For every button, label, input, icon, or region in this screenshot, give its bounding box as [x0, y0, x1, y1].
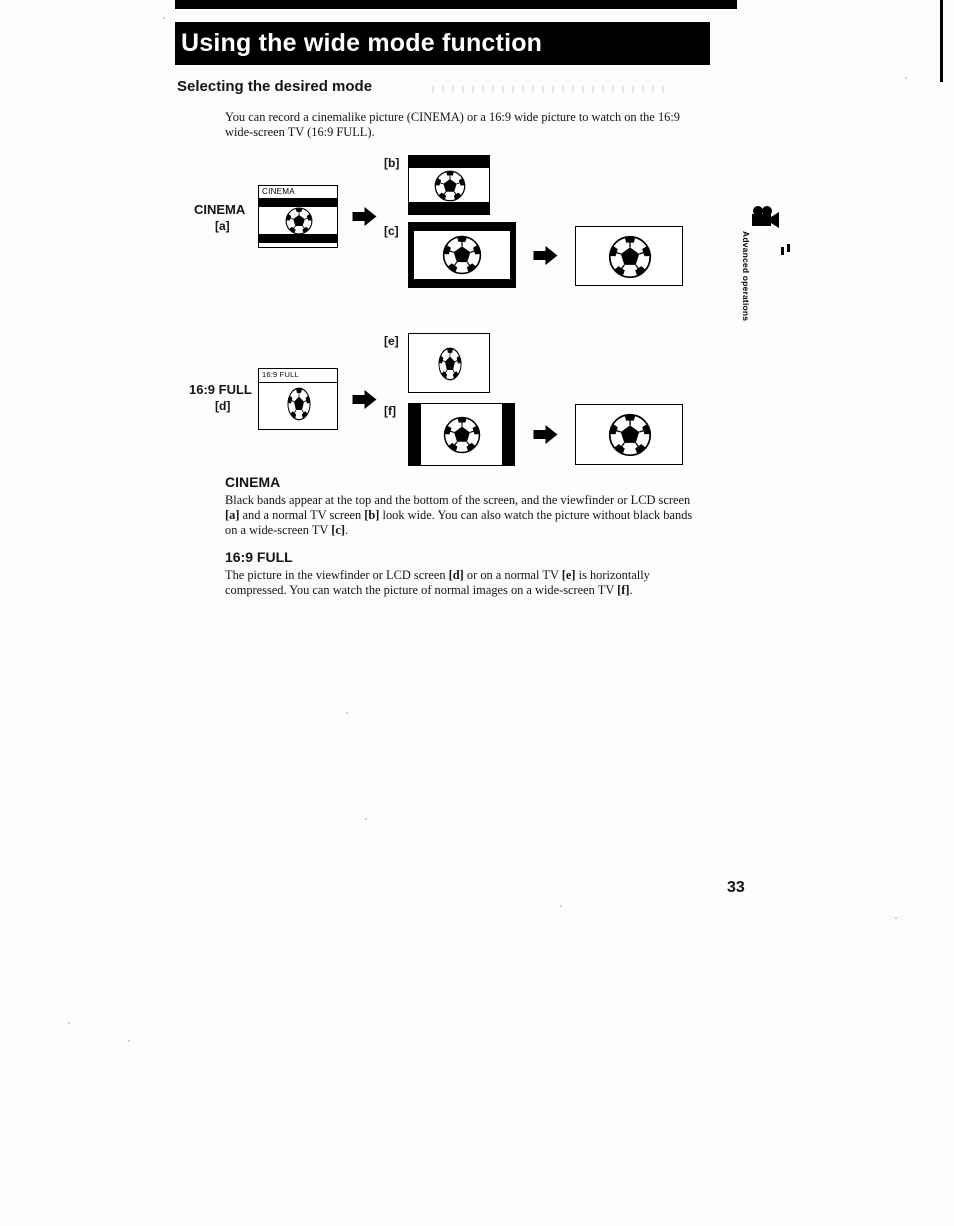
- scan-speck: [895, 917, 897, 919]
- letterbox-band-top: [259, 198, 337, 207]
- soccer-ball-squeezed-icon: [287, 387, 311, 421]
- wide-screen-tv-result-full: [575, 404, 683, 465]
- letterbox-band-top: [409, 156, 489, 168]
- soccer-ball-icon: [442, 235, 482, 275]
- arrow-right-icon: [533, 424, 558, 445]
- ref-c-label: [c]: [384, 224, 399, 238]
- full-screen-caption: 16:9 FULL: [262, 370, 299, 379]
- right-edge-rule: [940, 0, 943, 82]
- ref-b-label: [b]: [384, 156, 400, 170]
- cinema-section-heading: CINEMA: [225, 474, 281, 490]
- scan-speck: [560, 905, 562, 907]
- soccer-ball-icon: [608, 413, 652, 457]
- cinema-screen-caption: CINEMA: [262, 187, 295, 196]
- letterbox-band-bottom: [259, 234, 337, 243]
- wide-tv-cinema-screen: [408, 222, 516, 288]
- ref-e-label: [e]: [384, 334, 399, 348]
- soccer-ball-icon: [443, 416, 481, 454]
- camcorder-icon: [750, 205, 780, 231]
- cassette-mark-icon: [781, 242, 791, 255]
- wide-screen-tv-result-cinema: [575, 226, 683, 286]
- soccer-ball-icon: [285, 207, 313, 235]
- caption-rule: [259, 382, 337, 383]
- scan-speck: [68, 1022, 70, 1024]
- normal-tv-cinema-screen: [408, 155, 490, 215]
- side-band-left: [409, 404, 421, 465]
- intro-paragraph: You can record a cinemalike picture (CIN…: [225, 110, 680, 140]
- viewfinder-cinema-screen: CINEMA: [258, 185, 338, 248]
- arrow-right-icon: [533, 245, 558, 266]
- full-section-body: The picture in the viewfinder or LCD scr…: [225, 568, 650, 598]
- ref-f-label: [f]: [384, 404, 396, 418]
- arrow-right-icon: [352, 389, 377, 410]
- scan-speck: [346, 712, 348, 714]
- ref-d-label: [d]: [215, 399, 231, 413]
- letterbox-band-bottom: [409, 202, 489, 214]
- scan-speck: [128, 1040, 130, 1042]
- soccer-ball-squeezed-icon: [438, 347, 462, 381]
- side-band-right: [502, 404, 514, 465]
- ref-a-label: [a]: [215, 219, 230, 233]
- page-number: 33: [727, 879, 745, 896]
- soccer-ball-icon: [434, 170, 466, 202]
- full-section-heading: 16:9 FULL: [225, 549, 293, 565]
- page-title: Using the wide mode function: [175, 22, 710, 65]
- top-rule: [175, 0, 737, 9]
- soccer-ball-icon: [608, 235, 652, 279]
- normal-tv-full-screen: [408, 333, 490, 393]
- scan-speck: [163, 17, 165, 19]
- scan-speck: [905, 77, 907, 79]
- viewfinder-full-screen: 16:9 FULL: [258, 368, 338, 430]
- scan-smudge: [432, 86, 672, 93]
- cinema-section-body: Black bands appear at the top and the bo…: [225, 493, 693, 538]
- wide-tv-full-screen: [408, 403, 515, 466]
- selecting-heading: Selecting the desired mode: [177, 78, 373, 95]
- advanced-operations-tab: Advanced operations: [741, 231, 751, 322]
- arrow-right-icon: [352, 206, 377, 227]
- full-mode-label: 16:9 FULL: [189, 382, 252, 397]
- scan-speck: [365, 818, 367, 820]
- cinema-mode-label: CINEMA: [194, 202, 246, 217]
